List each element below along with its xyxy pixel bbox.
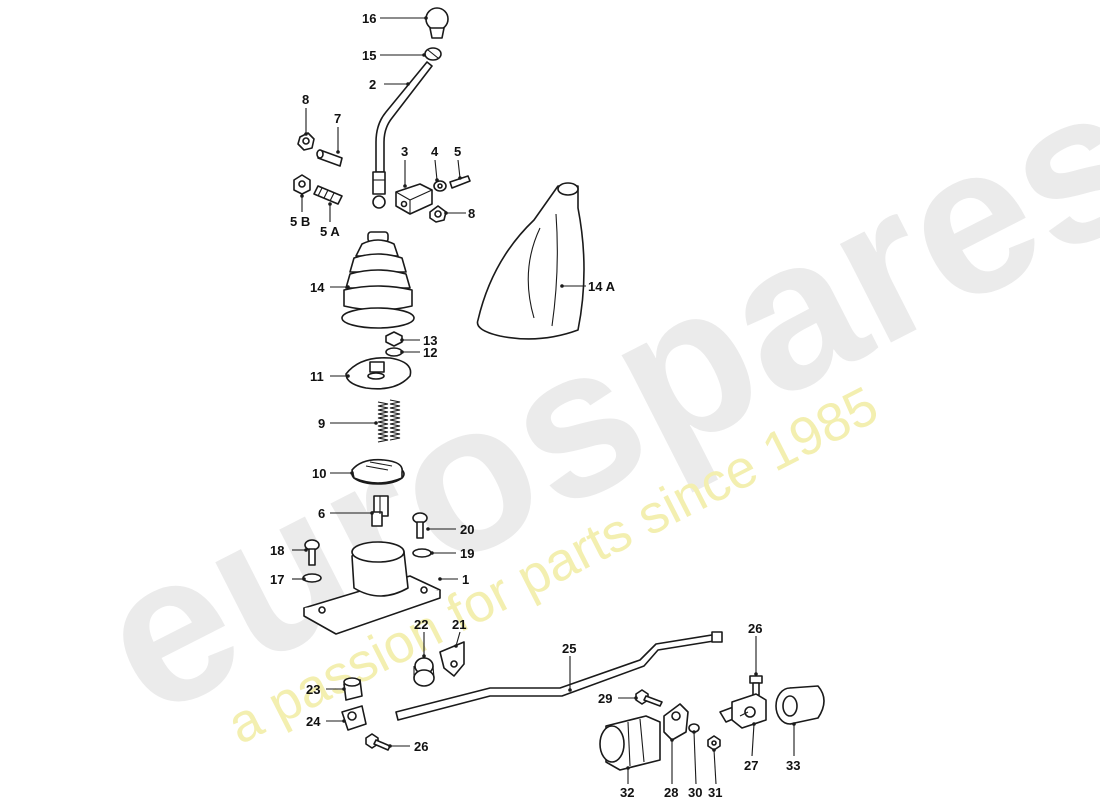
callout-14[interactable]: 14 — [310, 280, 325, 295]
callout-6[interactable]: 6 — [318, 506, 325, 521]
callout-33[interactable]: 33 — [786, 758, 800, 773]
callout-25[interactable]: 25 — [562, 641, 576, 656]
part-6-selector[interactable] — [371, 495, 389, 527]
part-4-washer[interactable] — [433, 180, 447, 192]
callout-32[interactable]: 32 — [620, 785, 634, 800]
callout-10[interactable]: 10 — [312, 466, 326, 481]
part-32-rubber-bushing[interactable] — [599, 715, 661, 771]
part-22-bushing[interactable] — [413, 657, 435, 687]
callout-29[interactable]: 29 — [598, 691, 612, 706]
callout-4[interactable]: 4 — [431, 144, 439, 159]
part-26-screw-top[interactable] — [749, 675, 763, 696]
callout-5a[interactable]: 5 A — [320, 224, 340, 239]
callout-28[interactable]: 28 — [664, 785, 678, 800]
part-20-screw[interactable] — [412, 512, 428, 539]
callout-9[interactable]: 9 — [318, 416, 325, 431]
callout-26-top[interactable]: 26 — [748, 621, 762, 636]
callout-7[interactable]: 7 — [334, 111, 341, 126]
part-33-bearing-sleeve[interactable] — [775, 685, 825, 725]
part-16-gear-knob[interactable] — [425, 7, 449, 39]
callout-17[interactable]: 17 — [270, 572, 284, 587]
part-1-shift-housing[interactable] — [303, 541, 441, 635]
callout-24[interactable]: 24 — [306, 714, 321, 729]
part-29-bolt[interactable] — [635, 689, 663, 707]
callout-22[interactable]: 22 — [414, 617, 428, 632]
callout-8-right[interactable]: 8 — [468, 206, 475, 221]
part-24-clamp[interactable] — [341, 705, 367, 731]
part-21-bracket[interactable] — [439, 641, 465, 677]
part-3-block[interactable] — [395, 183, 433, 215]
callout-15[interactable]: 15 — [362, 48, 376, 63]
part-31-nut[interactable] — [707, 735, 721, 751]
callout-30[interactable]: 30 — [688, 785, 702, 800]
part-8-nut-right[interactable] — [429, 205, 447, 223]
callout-31[interactable]: 31 — [708, 785, 722, 800]
part-12-washer[interactable] — [385, 347, 403, 357]
part-5a-stud[interactable] — [313, 185, 343, 205]
part-5b-nut[interactable] — [293, 174, 311, 195]
part-14-rubber-boot[interactable] — [341, 231, 415, 329]
callout-13[interactable]: 13 — [423, 333, 437, 348]
callout-labels: 16 15 2 8 7 3 4 5 8 5 B 5 A 14 14 A 13 1… — [270, 11, 800, 800]
part-2-gear-lever[interactable] — [372, 61, 433, 209]
part-28-clamp-bracket[interactable] — [663, 703, 689, 741]
callout-3[interactable]: 3 — [401, 144, 408, 159]
callout-21[interactable]: 21 — [452, 617, 466, 632]
callout-12[interactable]: 12 — [423, 345, 437, 360]
parts-drawings — [293, 7, 825, 771]
part-5-pin[interactable] — [449, 175, 471, 189]
part-19-washer[interactable] — [412, 548, 432, 558]
callout-5[interactable]: 5 — [454, 144, 461, 159]
callout-5b[interactable]: 5 B — [290, 214, 310, 229]
callout-20[interactable]: 20 — [460, 522, 474, 537]
part-26-bolt-bottom[interactable] — [365, 733, 391, 751]
part-15-clamp-ring[interactable] — [424, 47, 442, 61]
callout-11[interactable]: 11 — [310, 369, 324, 384]
callout-23[interactable]: 23 — [306, 682, 320, 697]
callout-27[interactable]: 27 — [744, 758, 758, 773]
callout-18[interactable]: 18 — [270, 543, 284, 558]
part-11-guide-plate[interactable] — [345, 357, 412, 390]
part-13-nut[interactable] — [385, 331, 403, 347]
callout-2[interactable]: 2 — [369, 77, 376, 92]
leader-lines — [292, 16, 796, 785]
part-23-sleeve[interactable] — [343, 677, 363, 701]
callout-19[interactable]: 19 — [460, 546, 474, 561]
part-7-pin[interactable] — [316, 149, 343, 167]
part-17-washer[interactable] — [302, 573, 322, 583]
callout-14a[interactable]: 14 A — [588, 279, 616, 294]
callout-8-top[interactable]: 8 — [302, 92, 309, 107]
part-18-screw[interactable] — [304, 539, 320, 566]
watermark-brand: eurospares — [64, 37, 1100, 760]
part-27-coupling[interactable] — [719, 693, 767, 729]
part-8-nut-top[interactable] — [297, 132, 315, 151]
callout-1[interactable]: 1 — [462, 572, 469, 587]
callout-16[interactable]: 16 — [362, 11, 376, 26]
part-14a-gear-gaiter[interactable] — [476, 182, 585, 340]
part-10-gate-plate[interactable] — [351, 458, 405, 485]
callout-26-bottom[interactable]: 26 — [414, 739, 428, 754]
part-25-shift-rod[interactable] — [395, 631, 723, 721]
watermark: eurospares a passion for parts since 198… — [64, 37, 1100, 760]
part-9-springs[interactable] — [377, 399, 401, 443]
